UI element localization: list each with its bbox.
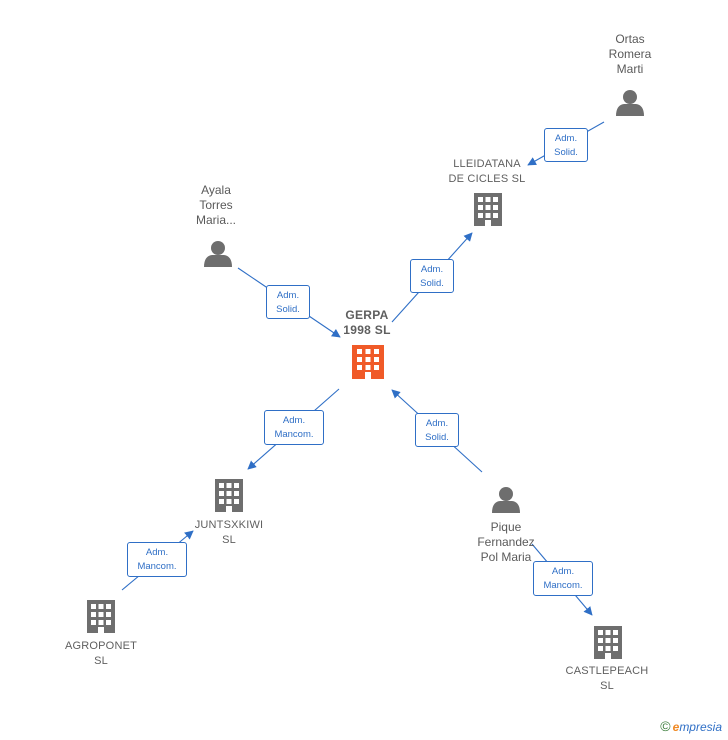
person-icon [616,90,644,116]
edge-role: Adm. [425,418,449,429]
edge-role: Adm. [551,566,575,577]
person-icon [204,241,232,267]
edge-role: Adm. [145,547,169,558]
node-label-ortas[interactable]: Ortas Romera Marti [608,32,652,76]
edge-role-type: Mancom. [543,580,583,591]
edge-role: Adm. [276,290,300,301]
edge-role-type: Solid. [276,304,300,315]
brand-initial: e [672,720,680,734]
edge-label-center-juntsxkiwi[interactable]: Adm. Mancom. [264,410,324,445]
node-label-castlepeach[interactable]: CASTLEPEACH SL [565,665,649,692]
edge-role: Adm. [554,133,578,144]
person-icon [492,487,520,513]
edge-label-agroponet-juntsxkiwi[interactable]: Adm. Mancom. [127,542,187,577]
edge-role-type: Solid. [554,147,578,158]
edge-label-pique-center[interactable]: Adm. Solid. [415,413,459,447]
empresia-logo[interactable]: ©empresia [660,718,722,734]
node-label-lleidatana[interactable]: LLEIDATANA DE CICLES SL [448,158,526,185]
edge-role: Adm. [282,415,306,426]
edge-label-center-lleidatana[interactable]: Adm. Solid. [410,259,454,293]
node-label-ayala[interactable]: Ayala Torres Maria... [195,183,236,227]
edge-role: Adm. [420,264,444,275]
brand-name: mpresia [679,720,722,734]
node-label-gerpa[interactable]: GERPA 1998 SL [343,308,391,337]
building-icon [474,193,502,226]
node-label-pique[interactable]: Pique Fernandez Pol Maria [477,520,535,564]
edge-label-ortas-lleidatana[interactable]: Adm. Solid. [544,128,588,162]
node-label-juntsxkiwi[interactable]: JUNTSXKIWI SL [194,519,264,546]
building-icon [352,345,384,379]
edge-role-type: Solid. [425,432,449,443]
node-label-agroponet[interactable]: AGROPONET SL [64,640,138,667]
building-icon [594,626,622,659]
building-icon [215,479,243,512]
edge-label-ayala-center[interactable]: Adm. Solid. [266,285,310,319]
building-icon [87,600,115,633]
edge-label-pique-castlepeach[interactable]: Adm. Mancom. [533,561,593,596]
edge-role-type: Mancom. [137,561,177,572]
edge-role-type: Mancom. [274,429,314,440]
edge-role-type: Solid. [420,278,444,289]
copyright-symbol: © [660,718,671,734]
